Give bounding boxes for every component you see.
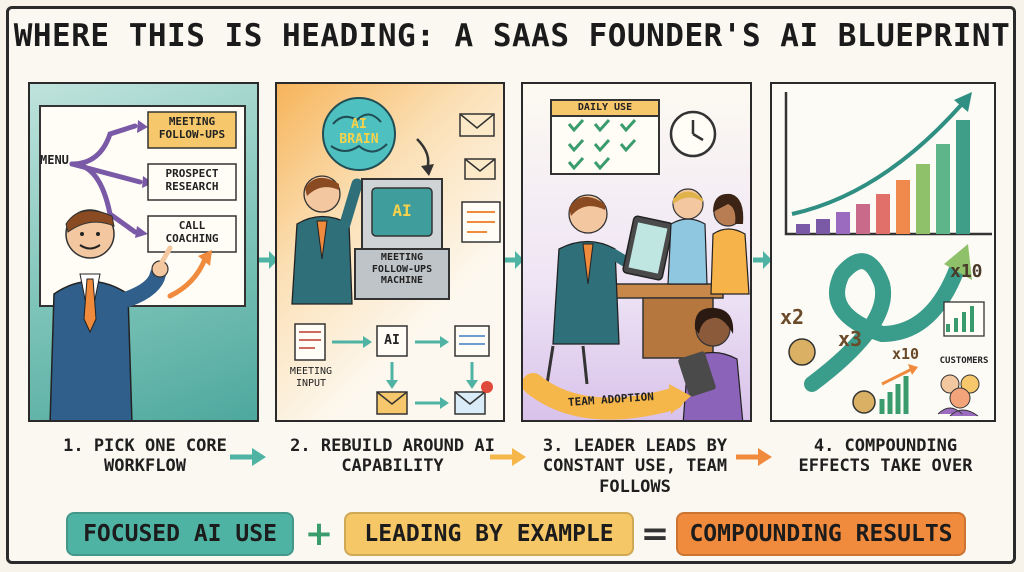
arrow-right-icon bbox=[505, 251, 524, 269]
arrow-right-icon bbox=[490, 448, 526, 466]
panel-pick-workflow: MENU MEETING FOLLOW-UPS PROSPECT RESEARC… bbox=[28, 82, 259, 422]
equation-focused-ai-use: FOCUSED AI USE bbox=[66, 512, 294, 556]
option-prospect-research: PROSPECT RESEARCH bbox=[165, 167, 219, 193]
brain-label: AI BRAIN bbox=[339, 117, 379, 147]
money-bag-icon bbox=[788, 338, 876, 414]
team-adoption-illustration bbox=[523, 99, 750, 420]
plus-icon: + bbox=[304, 514, 334, 554]
multiplier-x10-top: x10 bbox=[950, 261, 983, 282]
equation-leading-by-example: LEADING BY EXAMPLE bbox=[344, 512, 634, 556]
option-call-coaching: CALL COACHING bbox=[165, 219, 219, 245]
flow-ai-label: AI bbox=[384, 333, 400, 348]
envelope-icon bbox=[459, 113, 496, 180]
arrow-right-icon bbox=[753, 251, 772, 269]
clock-icon bbox=[669, 110, 717, 158]
calendar-icon bbox=[550, 99, 660, 175]
brain-icon bbox=[322, 97, 396, 171]
founder-figure bbox=[49, 209, 173, 420]
option-meeting-followups: MEETING FOLLOW-UPS bbox=[158, 115, 226, 141]
workflow-illustration bbox=[39, 105, 246, 420]
growth-illustration bbox=[784, 92, 992, 417]
multiplier-x3: x3 bbox=[838, 327, 863, 351]
panel-leader-adoption: DAILY USE TEAM ADOPTION bbox=[521, 82, 752, 422]
meeting-input-label: MEETING INPUT bbox=[289, 366, 333, 389]
growth-chart-icon bbox=[796, 120, 970, 234]
menu-label: MENU bbox=[40, 153, 69, 167]
step-1-caption: 1. PICK ONE CORE WORKFLOW bbox=[63, 436, 227, 477]
multiplier-x2: x2 bbox=[780, 305, 805, 329]
tablet-icon bbox=[622, 215, 674, 281]
panel-compounding: x2 x3 x10 x10 CUSTOMERS bbox=[770, 82, 996, 422]
machine-screen-label: AI bbox=[392, 201, 412, 220]
multiplier-x10-bottom: x10 bbox=[892, 345, 920, 363]
calendar-label: DAILY USE bbox=[577, 102, 633, 113]
step-4-caption: 4. COMPOUNDING EFFECTS TAKE OVER bbox=[798, 436, 973, 477]
arrow-right-icon bbox=[736, 448, 772, 466]
panel-rebuild-ai: AI BRAIN AI MEETING FOLLOW-UPS MACHINE A… bbox=[275, 82, 505, 422]
page-title: WHERE THIS IS HEADING: A SAAS FOUNDER'S … bbox=[13, 18, 1011, 54]
step-2-caption: 2. REBUILD AROUND AI CAPABILITY bbox=[290, 436, 495, 477]
ai-machine-illustration bbox=[291, 97, 501, 415]
equation-compounding-results: COMPOUNDING RESULTS bbox=[676, 512, 966, 556]
customers-label: CUSTOMERS bbox=[939, 356, 989, 366]
arrow-right-icon bbox=[230, 448, 266, 466]
equals-icon: = bbox=[640, 514, 670, 554]
arrow-right-icon bbox=[259, 251, 278, 269]
customers-icon bbox=[937, 374, 980, 417]
machine-label: MEETING FOLLOW-UPS MACHINE bbox=[371, 252, 433, 286]
step-3-caption: 3. LEADER LEADS BY CONSTANT USE, TEAM FO… bbox=[542, 436, 728, 497]
